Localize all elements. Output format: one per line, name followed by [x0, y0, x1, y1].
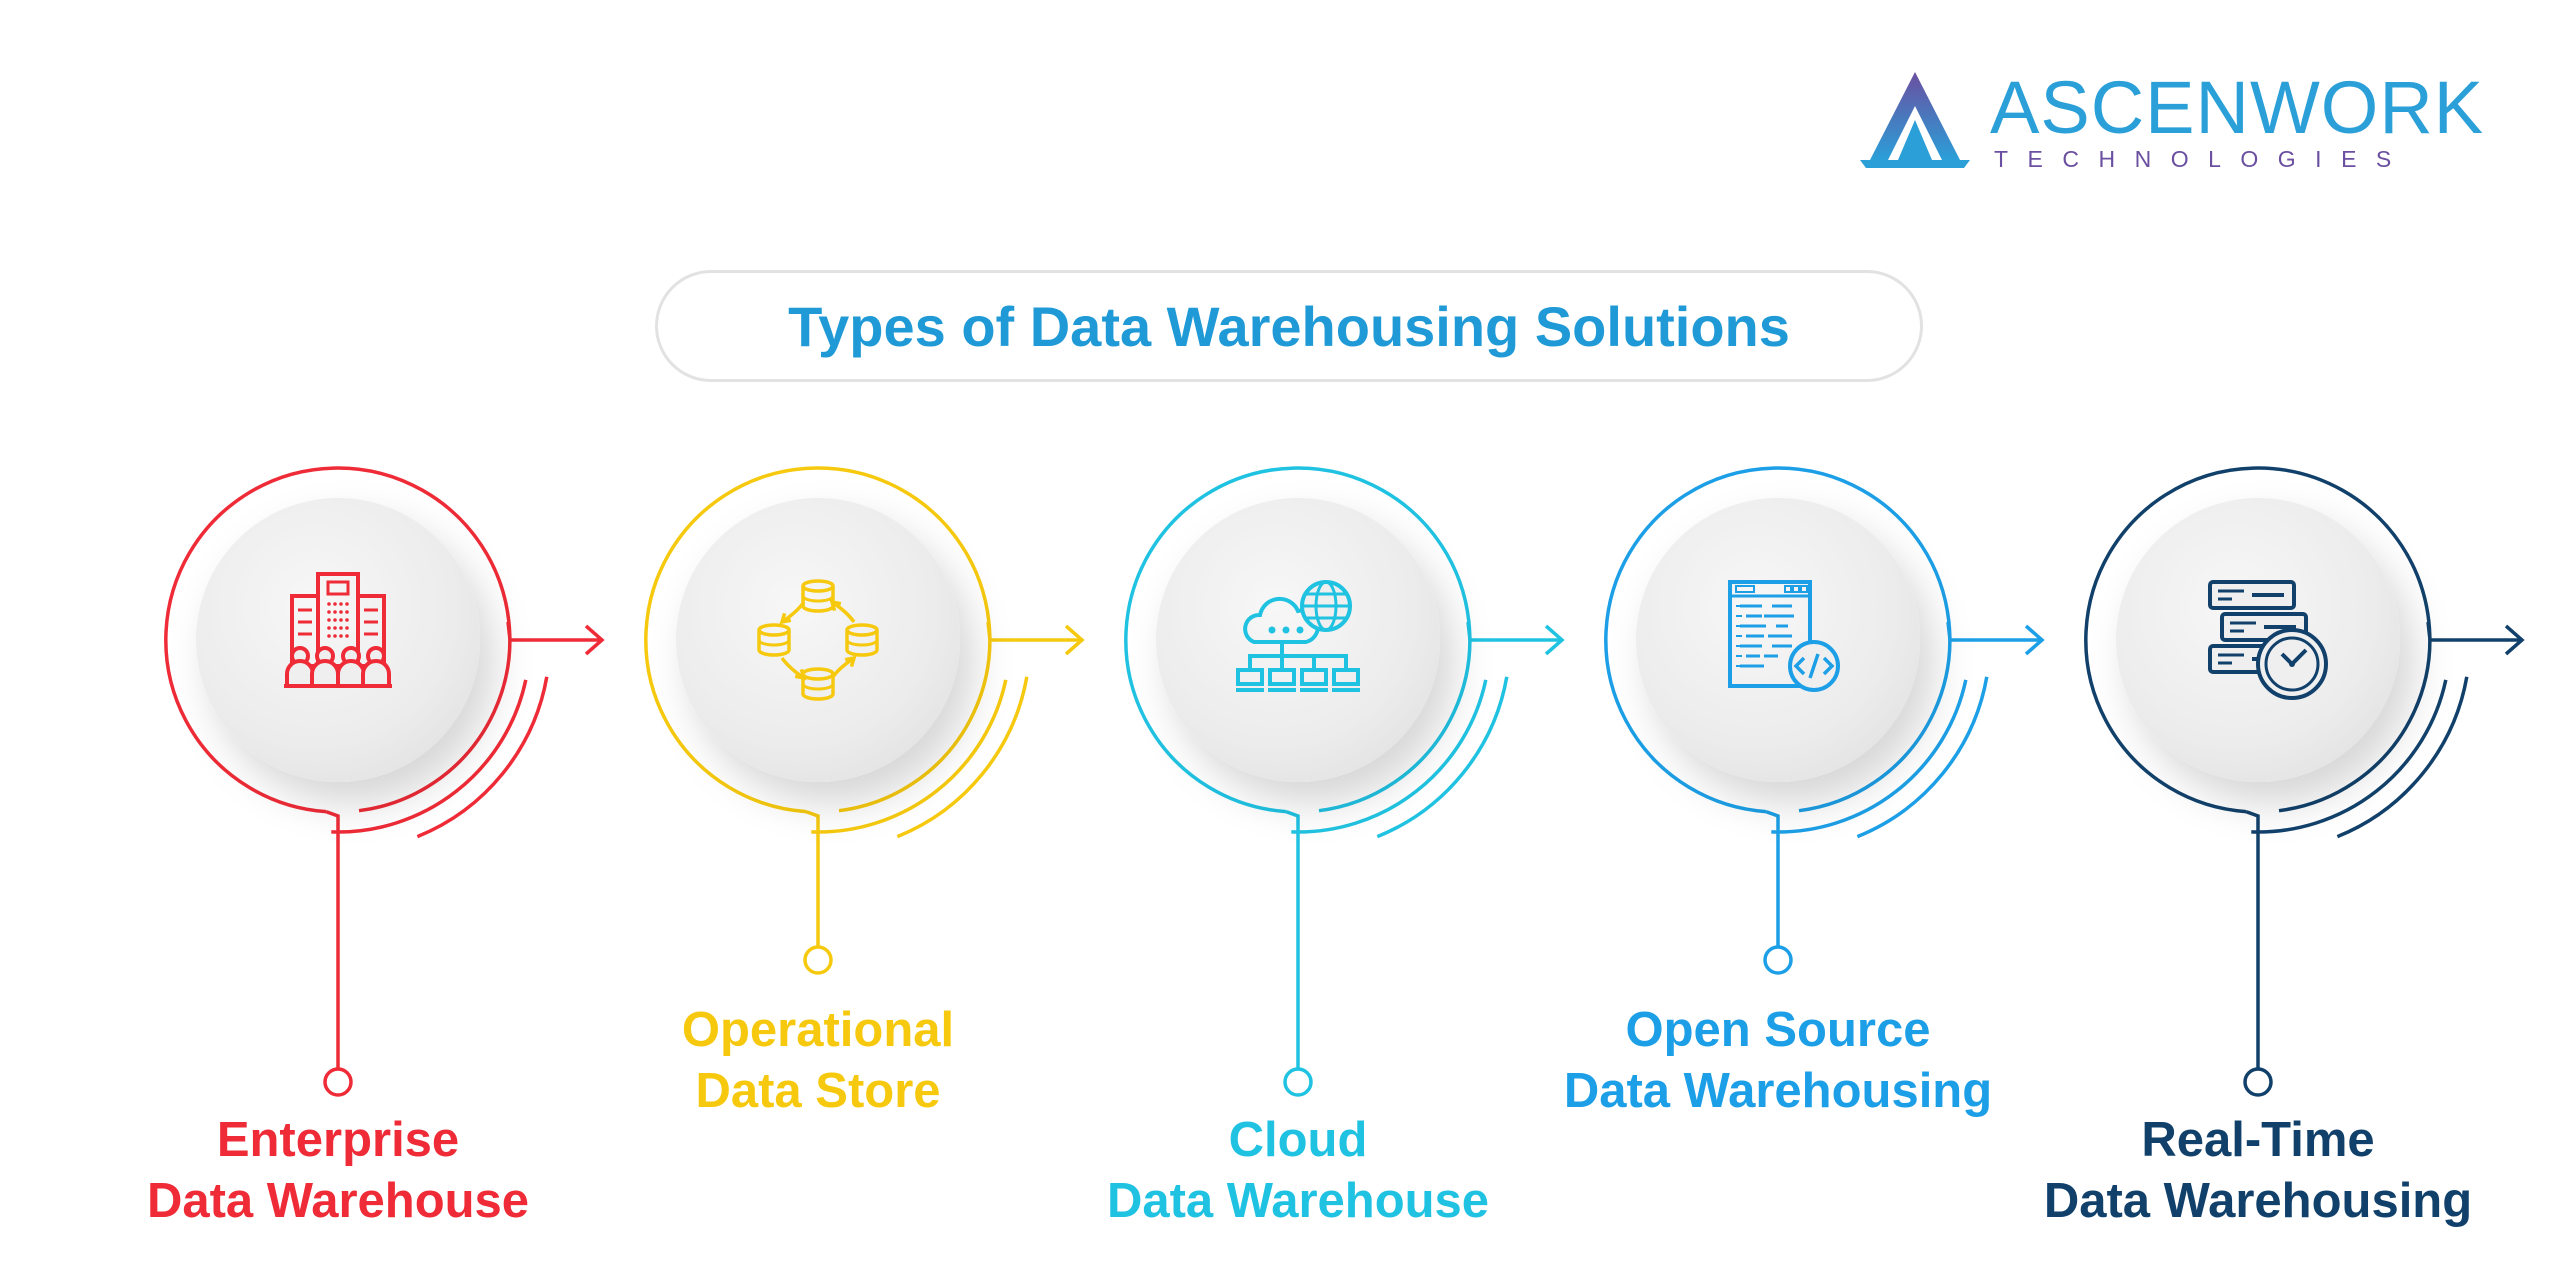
- logo-wordmark: ASCENWORK: [1990, 66, 2485, 149]
- server-clock-icon: [2208, 580, 2328, 700]
- step-label-line1: Cloud: [1228, 1113, 1368, 1167]
- outer-arc: [2251, 679, 2448, 834]
- step-4: [1604, 466, 2045, 975]
- step-1: [164, 466, 605, 1097]
- title-pill: Types of Data Warehousing Solutions: [655, 270, 1923, 382]
- step-label-line2: Data Warehousing: [2043, 1174, 2473, 1228]
- step-ring: [1604, 466, 1952, 814]
- arrow-head: [1064, 624, 1085, 656]
- outer-arc: [416, 676, 549, 839]
- step-label-line1: Real-Time: [2141, 1113, 2375, 1167]
- logo-tagline: TECHNOLOGIES: [1994, 146, 2411, 172]
- cloud-network-globe-icon: [1236, 580, 1360, 692]
- database-cycle-icon: [757, 579, 879, 701]
- step-label-line2: Data Warehousing: [1563, 1064, 1993, 1118]
- icon-disc: [676, 498, 960, 782]
- connector-arrow: [1946, 621, 2040, 642]
- outer-arc: [1771, 679, 1968, 834]
- arrow-head: [2504, 624, 2525, 656]
- outer-arc: [2336, 676, 2469, 839]
- connector-arrow: [2426, 621, 2520, 642]
- drop-line: [2245, 809, 2260, 1068]
- outer-arc: [811, 679, 1008, 834]
- endpoint-dot: [1283, 1067, 1313, 1097]
- step-3: [1124, 466, 1565, 1097]
- drop-line: [1765, 809, 1780, 946]
- outer-arc: [896, 676, 1029, 839]
- step-label-line1: Open Source: [1625, 1003, 1931, 1057]
- drop-line: [805, 809, 820, 946]
- outer-arc: [1856, 676, 1989, 839]
- drop-line: [325, 809, 340, 1068]
- step-label-line2: Data Warehouse: [1106, 1174, 1490, 1228]
- connector-arrow: [1466, 621, 1560, 642]
- endpoint-dot: [2243, 1067, 2273, 1097]
- step-5: [2084, 466, 2525, 1097]
- connector-arrow: [986, 621, 1080, 642]
- drop-line: [1285, 809, 1300, 1068]
- endpoint-dot: [1763, 945, 1793, 975]
- office-building-team-icon: [284, 572, 392, 688]
- step-ring: [164, 466, 512, 814]
- step-ring: [2084, 466, 2432, 814]
- icon-disc: [1636, 498, 1920, 782]
- step-ring: [644, 466, 992, 814]
- logo-mountain-icon: [1860, 72, 1970, 168]
- endpoint-dot: [323, 1067, 353, 1097]
- outer-arc: [1291, 679, 1488, 834]
- step-label-line2: Data Warehouse: [146, 1174, 530, 1228]
- connector-arrow: [506, 621, 600, 642]
- outer-arc: [1376, 676, 1509, 839]
- step-2: [644, 466, 1085, 975]
- step-label-line1: Operational: [681, 1003, 955, 1057]
- step-label-line1: Enterprise: [216, 1113, 460, 1167]
- page-title: Types of Data Warehousing Solutions: [788, 294, 1790, 358]
- source-code-document-icon: [1728, 580, 1840, 692]
- endpoint-dot: [803, 945, 833, 975]
- icon-disc: [196, 498, 480, 782]
- arrow-head: [584, 624, 605, 656]
- arrow-head: [2024, 624, 2045, 656]
- step-label-line2: Data Store: [695, 1064, 941, 1118]
- outer-arc: [331, 679, 528, 834]
- arrow-head: [1544, 624, 1565, 656]
- step-ring: [1124, 466, 1472, 814]
- ascenwork-logo: ASCENWORK TECHNOLOGIES: [1860, 66, 2520, 176]
